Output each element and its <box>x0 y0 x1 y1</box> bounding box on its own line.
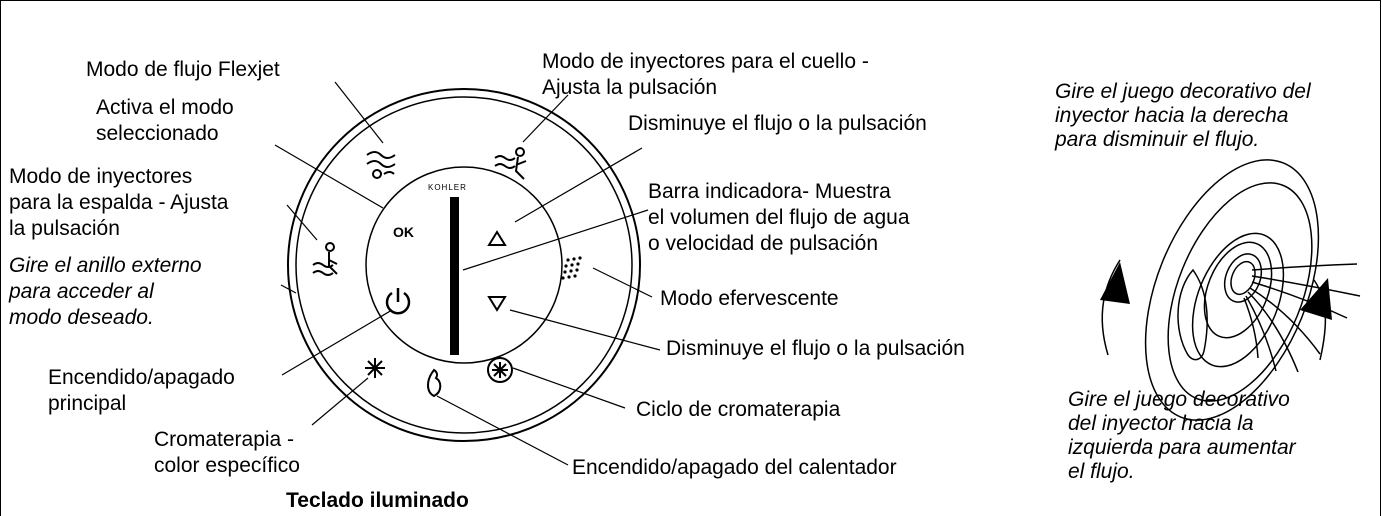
ok-icon: OK <box>393 224 414 240</box>
label-neck-line1: Modo de inyectores para el cuello - <box>542 50 869 73</box>
label-ring-line1: Gire el anillo externo <box>9 254 202 277</box>
label-ring-line3: modo deseado. <box>9 306 154 329</box>
counterclockwise-arrow-left <box>1101 259 1121 356</box>
label-activate-line2: seleccionado <box>96 122 219 145</box>
label-neck-line2: Ajusta la pulsación <box>542 76 718 99</box>
label-decrease-bottom: Disminuye el flujo o la pulsación <box>666 337 965 360</box>
label-chromo-cycle: Ciclo de cromaterapia <box>636 398 841 421</box>
label-bar-line2: el volumen del flujo de agua <box>648 206 910 229</box>
up-triangle-icon <box>487 230 507 246</box>
neck-jets-icon <box>494 147 527 180</box>
label-effervescent: Modo efervescente <box>660 287 839 310</box>
label-activate-line1: Activa el modo <box>96 96 234 119</box>
label-power-line1: Encendido/apagado <box>48 366 235 389</box>
label-chromo-color-line2: color específico <box>154 454 300 477</box>
power-icon <box>385 288 411 315</box>
label-right-bottom-line1: Gire el juego decorativo <box>1068 388 1290 411</box>
chromo-color-icon <box>365 358 385 378</box>
keypad-outer-ring <box>287 88 641 442</box>
back-jets-icon <box>312 242 338 276</box>
label-decrease-top: Disminuye el flujo o la pulsación <box>628 112 927 135</box>
label-right-top-line1: Gire el juego decorativo del <box>1055 80 1311 103</box>
heater-flame-icon <box>427 368 442 398</box>
label-power-line2: principal <box>48 392 127 415</box>
keypad-inner-ring <box>295 96 633 434</box>
label-ring-line2: para acceder al <box>9 280 154 303</box>
label-bar-line1: Barra indicadora- Muestra <box>648 180 891 203</box>
label-right-top-line3: para disminuir el flujo. <box>1055 128 1260 151</box>
label-right-top-line2: inyector hacia la derecha <box>1055 104 1289 127</box>
keypad-caption: Teclado iluminado <box>286 489 469 512</box>
jet-trim-illustration <box>1100 159 1361 421</box>
chromo-cycle-icon <box>487 357 513 383</box>
leader-lines <box>274 81 661 466</box>
down-triangle-icon <box>487 296 507 312</box>
keypad-center-disc <box>365 166 563 364</box>
label-right-bottom-line4: el flujo. <box>1068 460 1135 483</box>
label-chromo-color-line1: Cromaterapia - <box>154 428 295 451</box>
label-bar-line3: o velocidad de pulsación <box>648 232 878 255</box>
label-flexjet: Modo de flujo Flexjet <box>86 58 280 81</box>
label-right-bottom-line3: izquierda para aumentar <box>1068 436 1296 459</box>
label-back-line3: la pulsación <box>9 217 120 240</box>
flexjet-icon <box>366 151 396 179</box>
effervescent-icon <box>561 256 582 280</box>
label-back-line1: Modo de inyectores <box>9 165 193 188</box>
label-right-bottom-line2: del inyector hacia la <box>1068 412 1254 435</box>
label-back-line2: para la espalda - Ajusta <box>9 191 229 214</box>
indicator-bar <box>450 197 459 355</box>
label-heater: Encendido/apagado del calentador <box>572 456 897 479</box>
brand-logo-text: KOHLER <box>428 183 467 192</box>
